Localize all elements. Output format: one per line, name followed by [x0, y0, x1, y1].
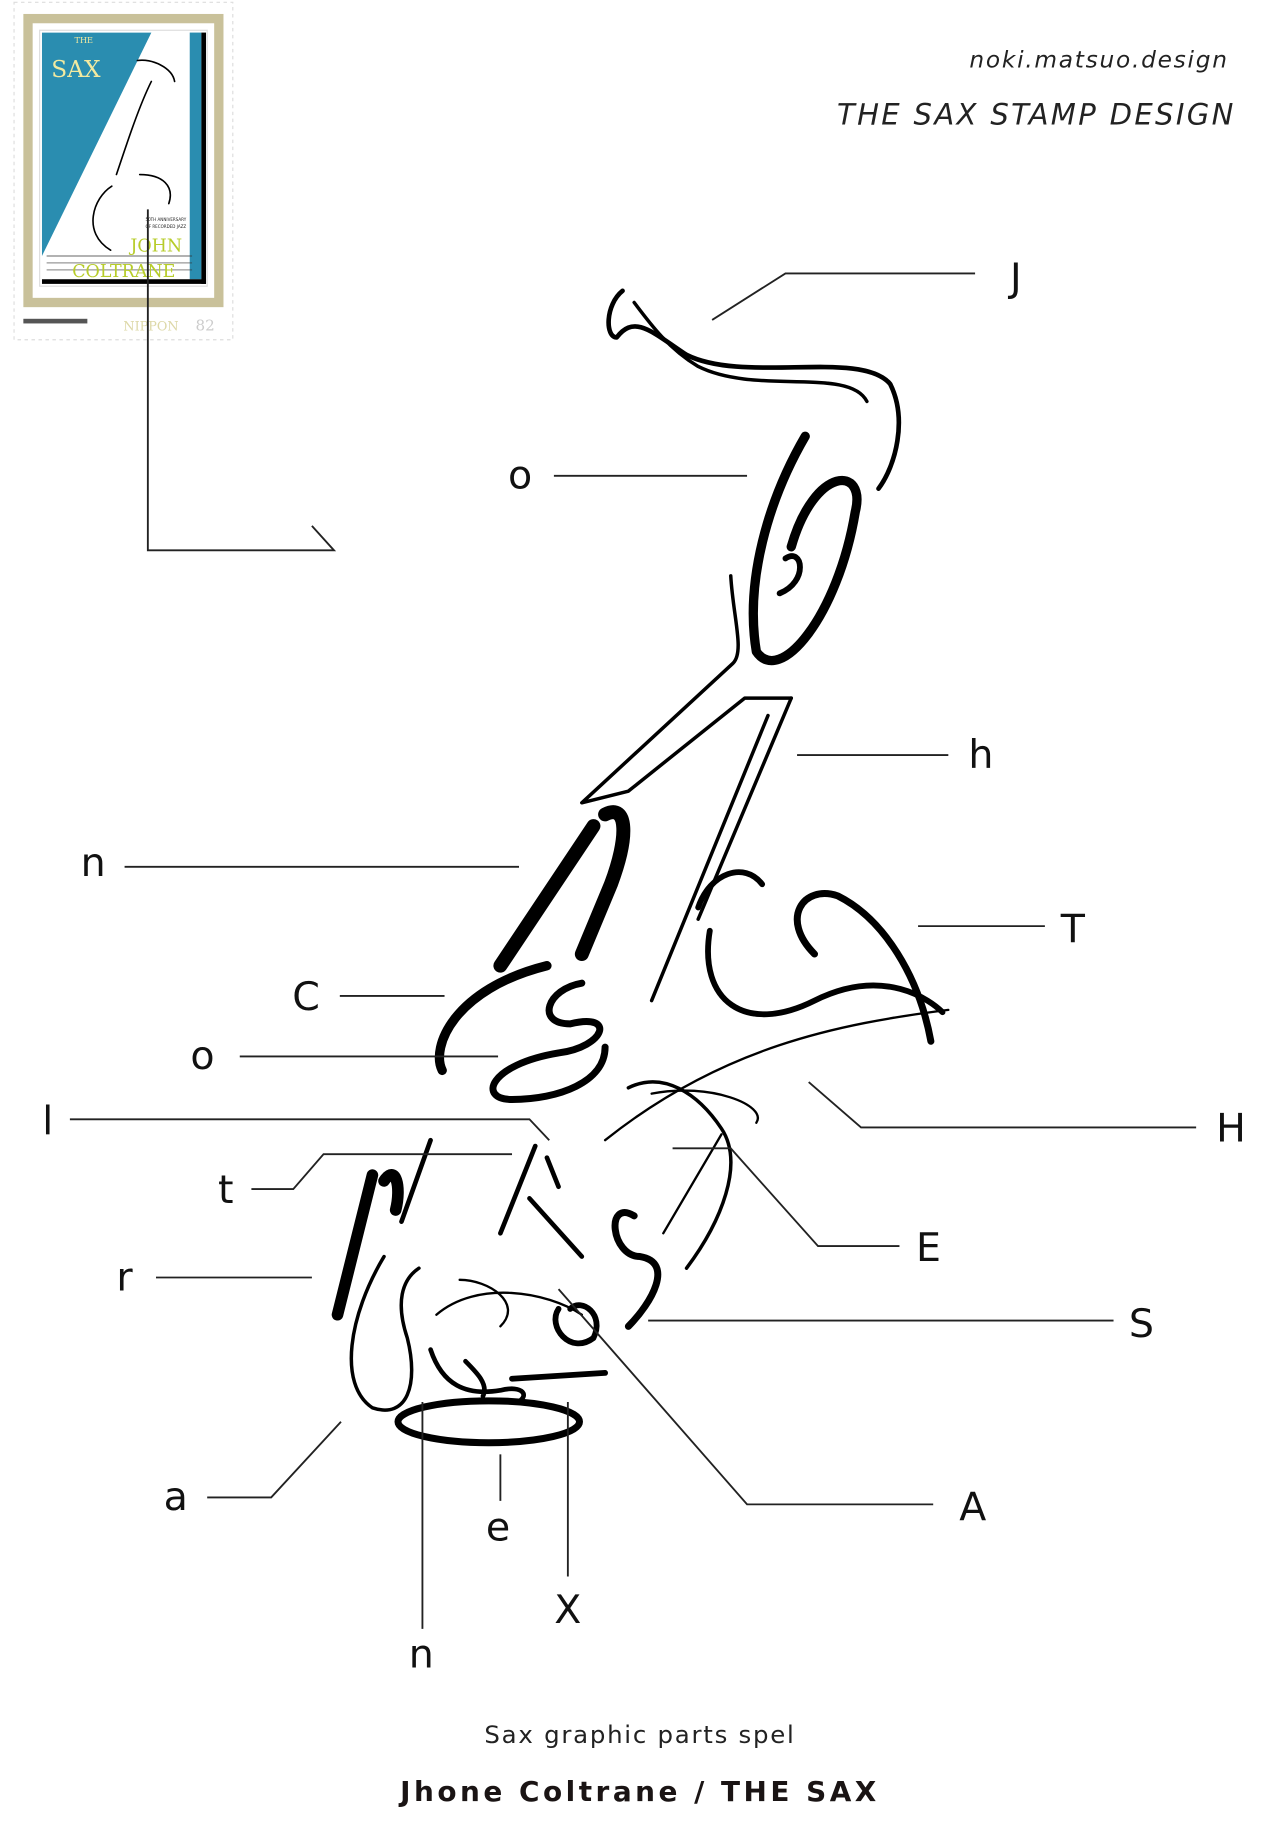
label-e: e [486, 1504, 510, 1550]
label-E: E [916, 1225, 941, 1271]
label-h: h [968, 732, 993, 778]
stamp-anniversary-text-2: OF RECORDED JAZZ [146, 224, 187, 229]
stamp-the-text: THE [75, 35, 94, 45]
label-n: n [81, 840, 106, 886]
stamp-anniversary-text: 50TH ANNIVERSARY [146, 217, 187, 222]
site-name: noki.matsuo.design [969, 46, 1228, 73]
label-n-2: n [409, 1631, 434, 1677]
footer-title: Jhone Coltrane / THE SAX [398, 1775, 880, 1808]
label-S: S [1129, 1301, 1154, 1347]
label-C: C [292, 974, 320, 1020]
label-r: r [116, 1254, 133, 1300]
saxophone-illustration [331, 288, 950, 1447]
label-T: T [1060, 906, 1086, 952]
stamp-thumbnail: THE SAX 50TH ANNIVERSARY OF RECORDED JAZ… [13, 1, 234, 341]
letter-labels: J o h n T C o l H t E r S a A e X n [42, 255, 1246, 1677]
leader-lines [69, 209, 1197, 1629]
stamp-name-coltrane: COLTRANE [72, 262, 175, 282]
label-X: X [554, 1587, 581, 1633]
stamp-name-john: JOHN [128, 236, 182, 256]
footer-subtitle: Sax graphic parts spel [484, 1720, 795, 1749]
label-o: o [508, 453, 532, 499]
stamp-sax-text: SAX [51, 56, 101, 83]
label-A: A [959, 1485, 986, 1531]
stamp-country-text: NIPPON [123, 319, 178, 334]
stamp-blue-triangle [41, 32, 152, 256]
stamp-value-text: 82 [196, 316, 215, 334]
label-J: J [1007, 255, 1022, 301]
label-o-2: o [190, 1033, 214, 1079]
page-title: THE SAX STAMP DESIGN [837, 97, 1236, 131]
label-t: t [218, 1167, 234, 1213]
label-H: H [1216, 1105, 1246, 1151]
label-a: a [164, 1474, 188, 1520]
label-l: l [42, 1098, 53, 1144]
